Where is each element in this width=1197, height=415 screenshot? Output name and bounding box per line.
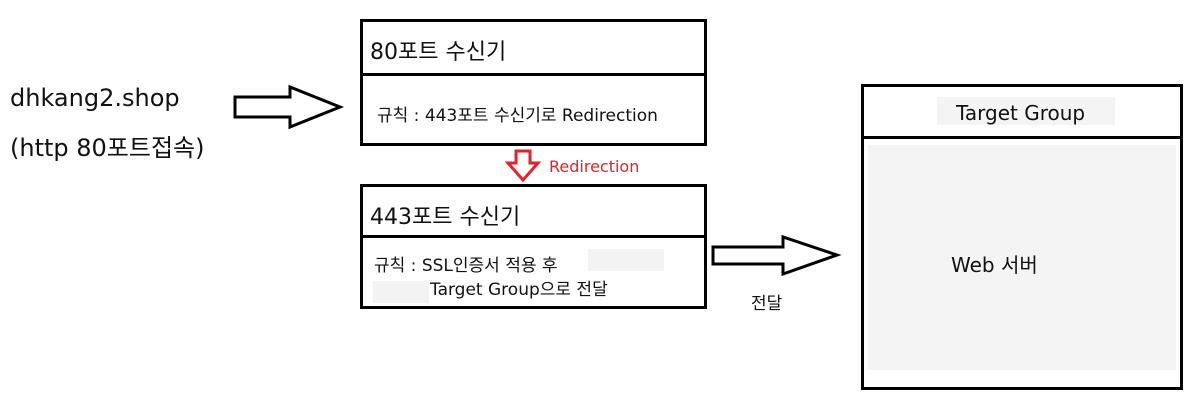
listener443-rule-line2: Target Group으로 전달 xyxy=(430,280,608,300)
client-to-listener80-arrow xyxy=(233,84,345,130)
rule-highlight-2 xyxy=(373,281,429,303)
client-domain: dhkang2.shop xyxy=(10,84,180,112)
listener443-rule-line1: 규칙 : SSL인증서 적용 후 xyxy=(374,256,558,276)
listener80-rule: 규칙 : 443포트 수신기로 Redirection xyxy=(377,106,658,126)
forward-arrow xyxy=(711,234,842,277)
redirection-arrow-icon xyxy=(504,149,542,183)
listener443-box: 443포트 수신기 규칙 : SSL인증서 적용 후 Target Group으… xyxy=(360,184,707,309)
target-group-body xyxy=(868,145,1176,370)
target-group-box: Target Group Web 서버 xyxy=(861,84,1183,390)
target-group-title-bar: Target Group xyxy=(864,87,1180,139)
target-group-title: Target Group xyxy=(956,101,1086,125)
listener80-title-bar: 80포트 수신기 xyxy=(363,22,704,76)
listener443-title: 443포트 수신기 xyxy=(370,205,521,230)
listener443-title-bar: 443포트 수신기 xyxy=(363,187,704,238)
client-note: (http 80포트접속) xyxy=(10,134,205,162)
listener80-box: 80포트 수신기 규칙 : 443포트 수신기로 Redirection xyxy=(360,19,707,146)
redirection-label: Redirection xyxy=(549,157,640,176)
rule-highlight-1 xyxy=(588,249,664,271)
listener80-title: 80포트 수신기 xyxy=(370,40,507,65)
forward-label: 전달 xyxy=(751,294,783,314)
web-server-label: Web 서버 xyxy=(951,253,1038,277)
